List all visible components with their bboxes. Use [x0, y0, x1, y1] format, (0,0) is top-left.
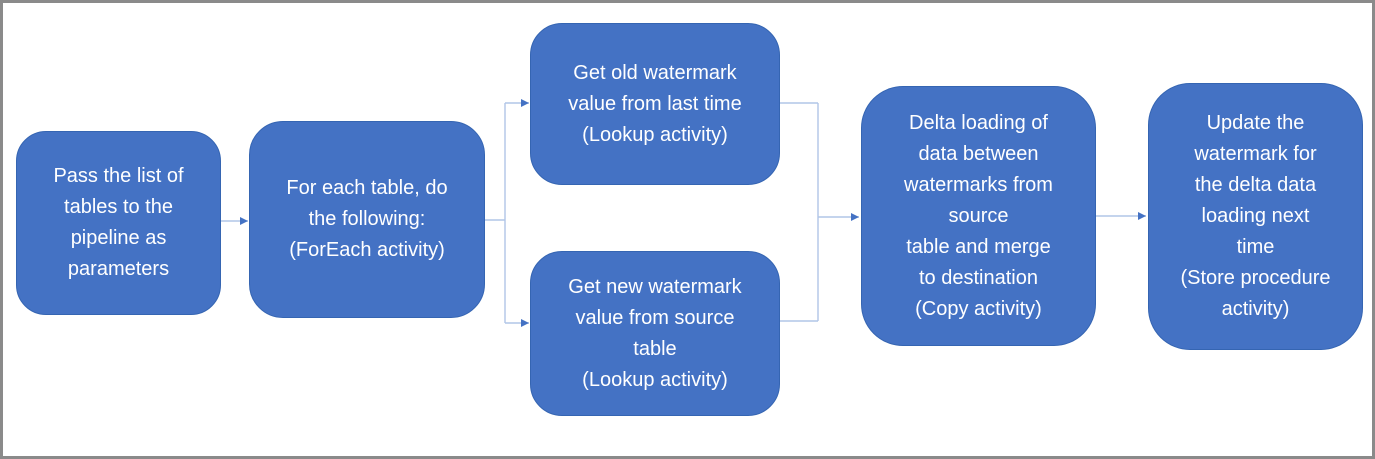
node-get-old-watermark-label: Get old watermark value from last time (… — [568, 61, 742, 146]
node-for-each-table: For each table, do the following: (ForEa… — [249, 121, 485, 318]
node-delta-loading-label: Delta loading of data between watermarks… — [904, 111, 1053, 320]
node-pass-list-of-tables: Pass the list of tables to the pipeline … — [16, 131, 221, 315]
node-get-new-watermark: Get new watermark value from source tabl… — [530, 251, 780, 416]
node-get-new-watermark-label: Get new watermark value from source tabl… — [568, 275, 742, 391]
node-delta-loading: Delta loading of data between watermarks… — [861, 86, 1096, 346]
node-update-watermark: Update the watermark for the delta data … — [1148, 83, 1363, 350]
node-pass-list-of-tables-label: Pass the list of tables to the pipeline … — [53, 165, 184, 280]
node-update-watermark-label: Update the watermark for the delta data … — [1180, 112, 1331, 320]
node-for-each-table-label: For each table, do the following: (ForEa… — [286, 177, 448, 261]
node-get-old-watermark: Get old watermark value from last time (… — [530, 23, 780, 185]
